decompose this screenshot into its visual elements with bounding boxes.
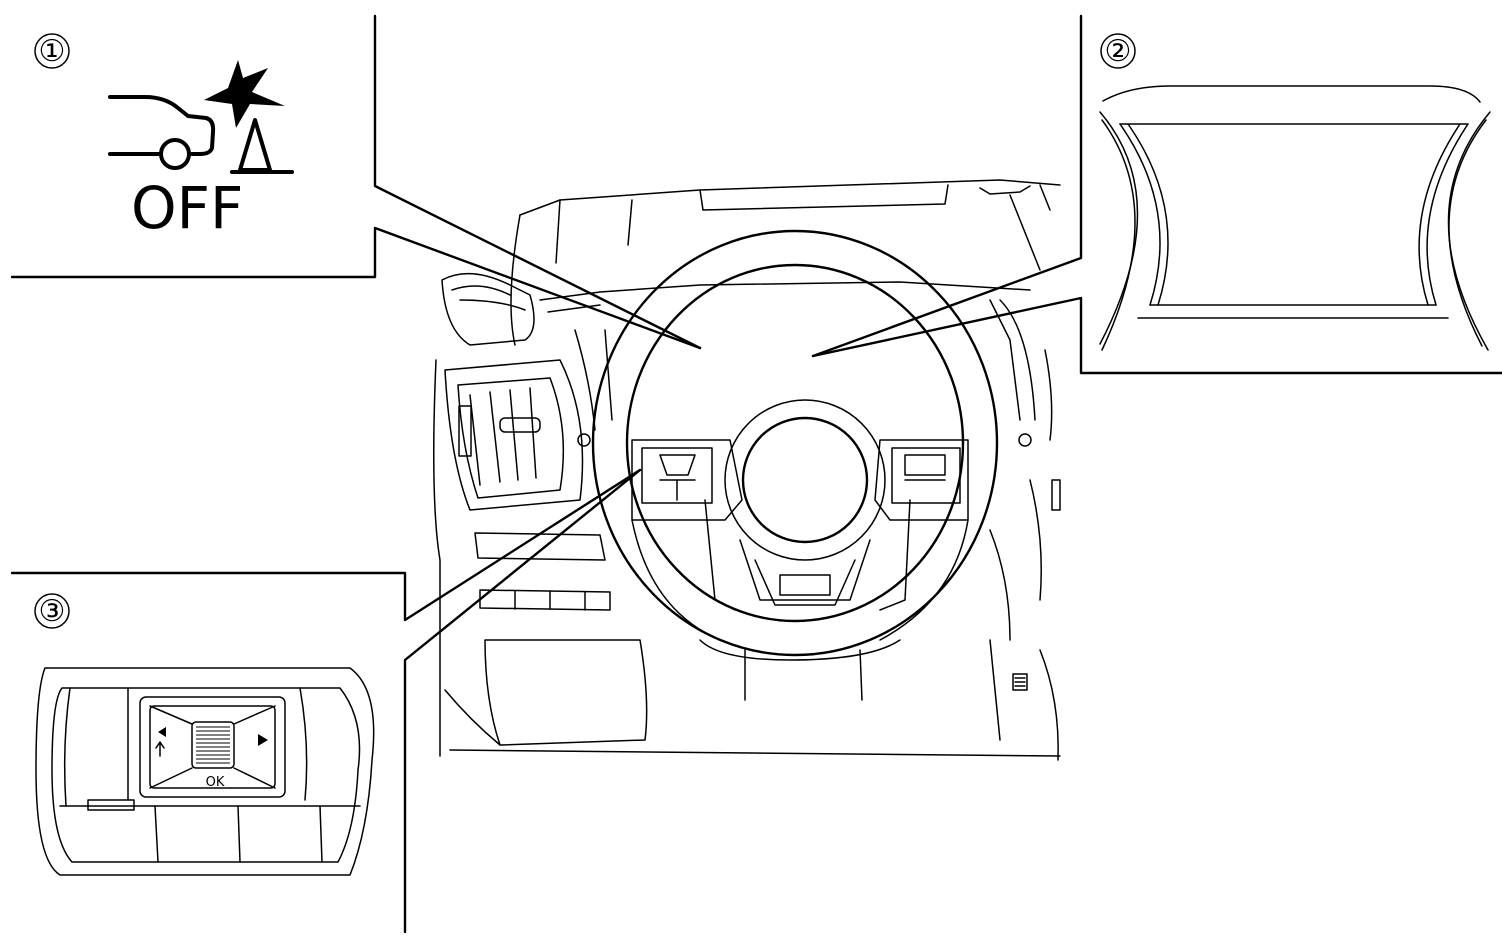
right-arrow-icon: [258, 734, 268, 746]
dial-ribs: [196, 726, 230, 764]
impact-star-icon: [204, 60, 285, 128]
callout-1-number: ①: [39, 34, 66, 69]
steering-switch: OK: [35, 667, 375, 876]
callout-3-number: ③: [39, 594, 66, 629]
callout-panel-1: ① OFF: [10, 14, 702, 350]
wheel-right-switch[interactable]: [891, 447, 961, 504]
left-arrow-icon: [158, 727, 166, 737]
meter-display: [1099, 85, 1491, 351]
ok-dial[interactable]: [191, 721, 235, 769]
off-label: OFF: [131, 174, 243, 242]
horn-pad: [741, 416, 869, 544]
dashboard: [433, 179, 1061, 761]
callout-2-number: ②: [1105, 34, 1132, 69]
callout-2-circle: [1100, 33, 1136, 69]
collision-warning-off-icon: OFF: [108, 60, 294, 242]
callout-1-circle: [34, 33, 70, 69]
back-icon: [155, 741, 165, 757]
ok-label: OK: [206, 775, 225, 790]
steering-wheel: [591, 229, 999, 701]
callout-3-circle: [34, 593, 70, 629]
wheel-left-switch[interactable]: [641, 447, 713, 504]
callout-panel-3: ③ OK: [10, 468, 642, 934]
ok-dial-surround: [139, 696, 286, 798]
callout-panel-2: ②: [811, 14, 1502, 375]
